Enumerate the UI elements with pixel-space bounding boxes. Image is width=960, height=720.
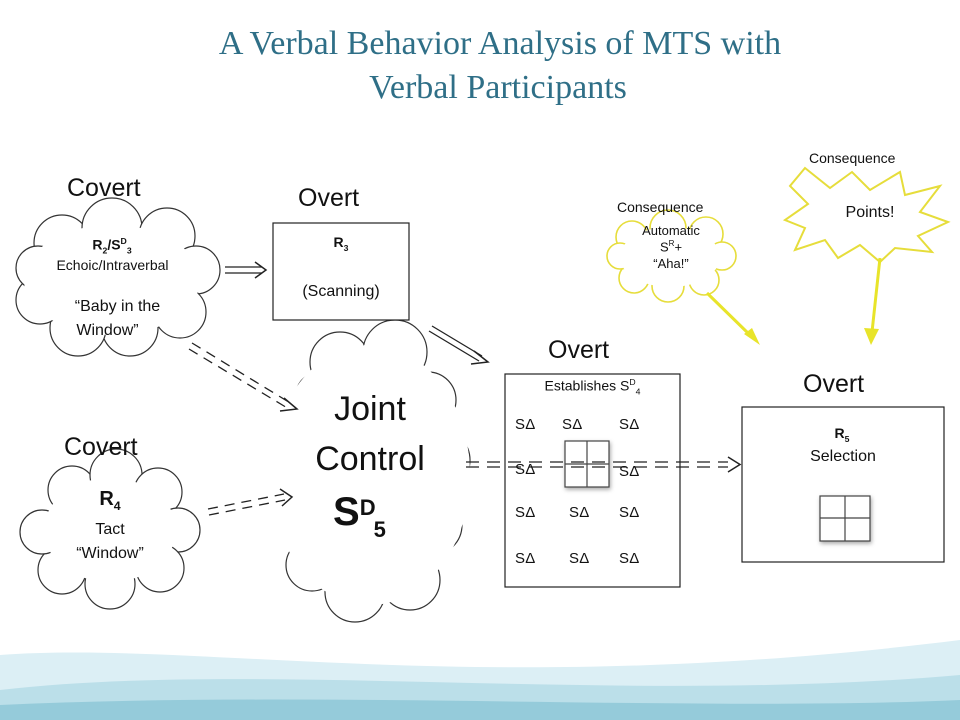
double-arrow-to-grid bbox=[428, 325, 490, 365]
sdelta-r1c2: SΔ bbox=[562, 416, 583, 433]
cloud-r2-echoic bbox=[15, 197, 221, 357]
box-r3-response: R3 bbox=[333, 234, 349, 253]
box-r3-scanning: (Scanning) bbox=[302, 283, 380, 300]
grid-heading-establishes-sd4: Establishes SD4 bbox=[544, 377, 641, 397]
dashed-arrow-r2-to-joint bbox=[188, 342, 299, 412]
stimulus-grid-icon-center bbox=[564, 440, 610, 488]
sdelta-r2c1: SΔ bbox=[515, 461, 536, 478]
sdelta-r1c1: SΔ bbox=[515, 416, 536, 433]
stimulus-grid-icon-selection bbox=[819, 495, 871, 542]
box-r3 bbox=[272, 222, 410, 321]
cloud-r2-quote-line2: Window” bbox=[76, 322, 139, 339]
cloud-r4-response: R4 bbox=[99, 488, 121, 513]
sdelta-r3c2: SΔ bbox=[569, 504, 590, 521]
cloud-auto-line2: SR+ bbox=[659, 239, 683, 255]
sdelta-r2c3: SΔ bbox=[619, 463, 640, 480]
box-r5-response: R5 bbox=[834, 425, 850, 444]
label-overt-r3: Overt bbox=[298, 184, 360, 212]
label-consequence-points: Consequence bbox=[809, 150, 896, 166]
cloud-r4-tact bbox=[19, 448, 201, 610]
burst-points-text: Points! bbox=[845, 204, 895, 221]
box-r5-selection: Selection bbox=[810, 448, 876, 465]
label-covert-bottom: Covert bbox=[64, 433, 138, 461]
cloud-auto-line3: “Aha!” bbox=[653, 256, 689, 271]
cloud-auto-line1: Automatic bbox=[642, 223, 700, 238]
page-title-line1: A Verbal Behavior Analysis of MTS with bbox=[218, 25, 782, 62]
cloud-r2-quote-line1: “Baby in the bbox=[74, 298, 161, 315]
label-overt-grid: Overt bbox=[548, 336, 610, 364]
page-title-line2: Verbal Participants bbox=[369, 69, 627, 106]
cloud-r4-tact: Tact bbox=[95, 521, 125, 538]
cloud-joint-control bbox=[270, 319, 471, 623]
joint-control-line2: Control bbox=[315, 440, 425, 478]
joint-control-line1: Joint bbox=[334, 390, 406, 428]
cloud-r2-response: R2/SD3 bbox=[92, 236, 132, 256]
sdelta-r1c3: SΔ bbox=[619, 416, 640, 433]
sdelta-r3c3: SΔ bbox=[619, 504, 640, 521]
cloud-r2-echoic-intraverbal: Echoic/Intraverbal bbox=[56, 257, 169, 273]
label-covert-top: Covert bbox=[67, 174, 141, 202]
sdelta-r4c1: SΔ bbox=[515, 550, 536, 567]
yellow-arrow-automatic bbox=[705, 291, 760, 345]
cloud-automatic-consequence bbox=[606, 209, 737, 303]
label-overt-r5: Overt bbox=[803, 370, 865, 398]
dashed-arrow-r4-to-joint bbox=[207, 488, 294, 516]
cloud-r4-window: “Window” bbox=[76, 545, 144, 562]
sdelta-r4c3: SΔ bbox=[619, 550, 640, 567]
sdelta-r4c2: SΔ bbox=[569, 550, 590, 567]
label-consequence-automatic: Consequence bbox=[617, 199, 704, 215]
double-arrow-to-r3 bbox=[225, 261, 268, 279]
dashed-arrow-joint-to-r5 bbox=[466, 456, 742, 473]
yellow-arrow-points bbox=[864, 257, 882, 345]
sdelta-r3c1: SΔ bbox=[515, 504, 536, 521]
joint-control-sd5: SD5 bbox=[333, 490, 386, 542]
burst-points bbox=[782, 166, 951, 264]
